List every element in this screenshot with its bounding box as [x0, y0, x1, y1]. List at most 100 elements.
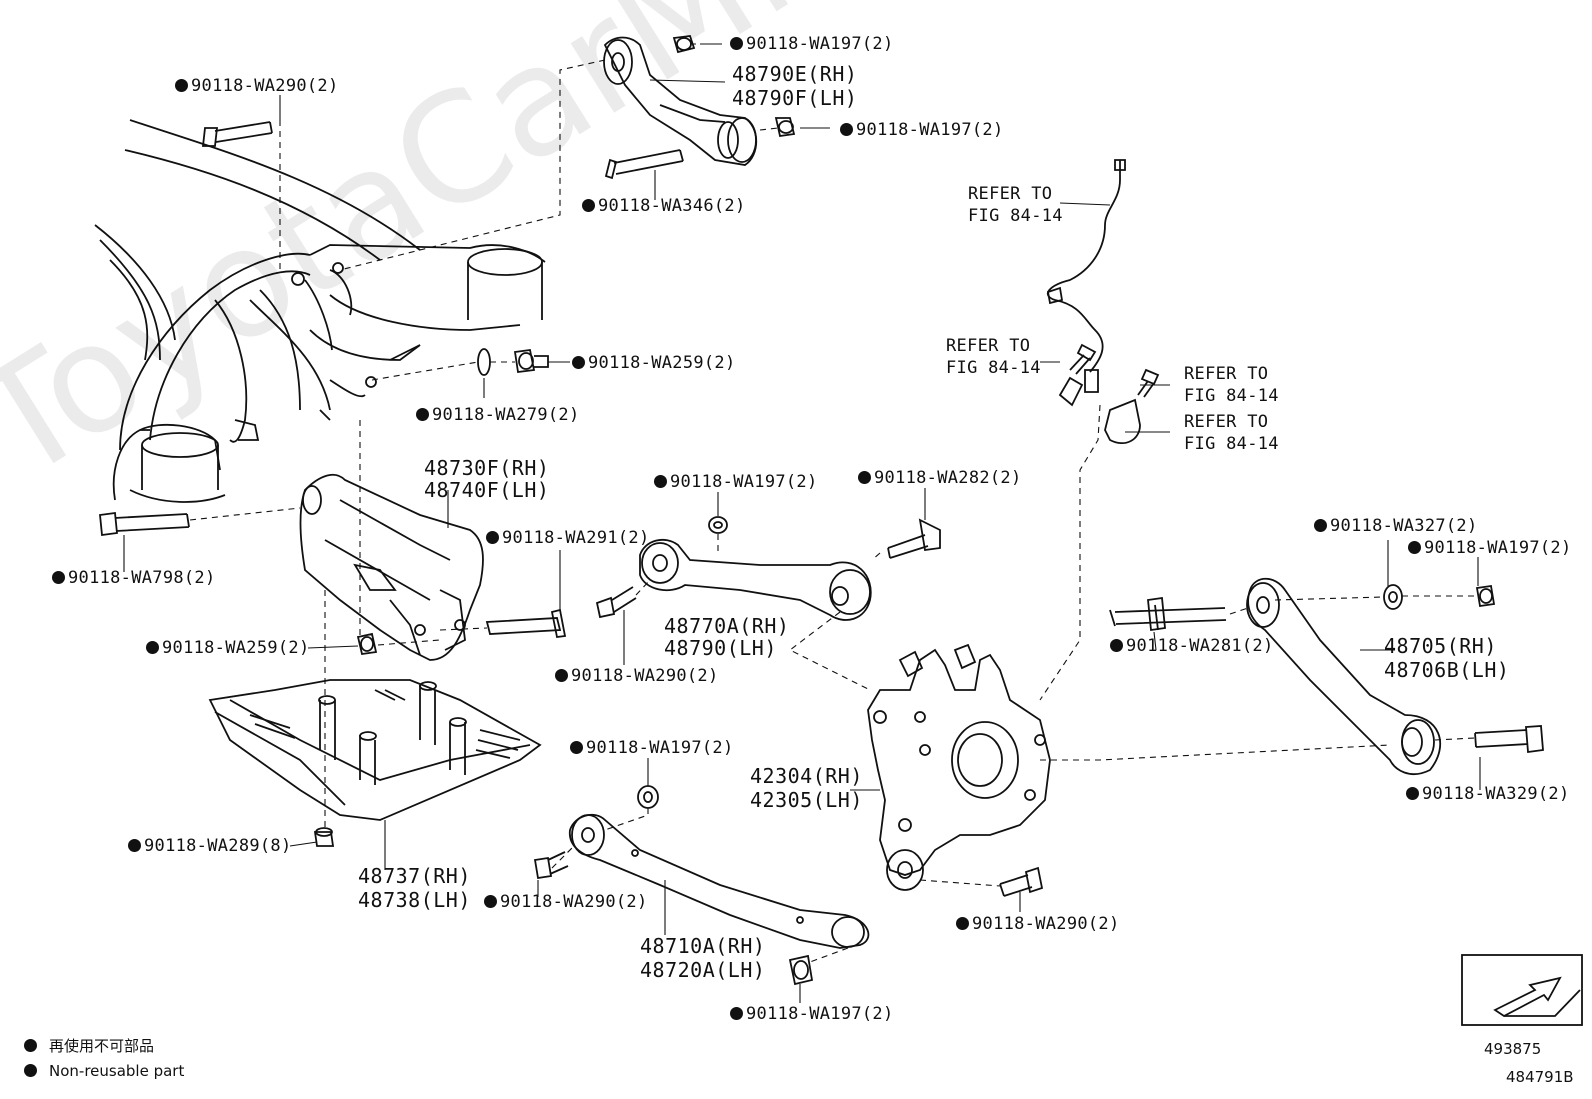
label-text: 90118-WA346(2) — [598, 196, 746, 216]
label-wa197-bottom: 90118-WA197(2) — [730, 1004, 894, 1024]
refer-label-4a: REFER TO — [1184, 412, 1269, 432]
part-48710a: 48710A(RH) — [640, 934, 766, 958]
non-reusable-dot-icon — [555, 669, 568, 682]
non-reusable-dot-icon — [582, 199, 595, 212]
rear-knuckle — [867, 643, 1051, 891]
part-42305: 42305(LH) — [750, 788, 863, 812]
nut-wa259-left — [356, 632, 378, 656]
front-arrow-icon — [1461, 954, 1583, 1026]
nut-wa289 — [313, 827, 335, 847]
refer-label-3a: REFER TO — [1184, 364, 1269, 384]
label-wa290-r: 90118-WA290(2) — [956, 914, 1120, 934]
lower-skid-plate — [208, 679, 542, 821]
label-text: 90118-WA259(2) — [162, 638, 310, 658]
sensor-bolt-left — [1069, 343, 1097, 375]
nut-wa197-right — [1475, 584, 1496, 608]
bolt-wa290-right — [999, 866, 1044, 897]
label-wa197-low: 90118-WA197(2) — [570, 738, 734, 758]
label-text: 90118-WA197(2) — [746, 1004, 894, 1024]
non-reusable-dot-icon — [416, 408, 429, 421]
label-text: 90118-WA197(2) — [1424, 538, 1572, 558]
upper-arm-nut-b — [774, 117, 796, 138]
label-wa197-r: 90118-WA197(2) — [1408, 538, 1572, 558]
label-text: 90118-WA259(2) — [588, 353, 736, 373]
label-wa281: 90118-WA281(2) — [1110, 636, 1274, 656]
label-wa329: 90118-WA329(2) — [1406, 784, 1570, 804]
washer-wa197-low — [637, 785, 659, 809]
refer-label-2b: FIG 84-14 — [946, 358, 1041, 378]
label-text: 90118-WA290(2) — [191, 76, 339, 96]
label-wa197-c: 90118-WA197(2) — [654, 472, 818, 492]
part-48706b: 48706B(LH) — [1384, 658, 1510, 682]
label-text: 90118-WA329(2) — [1422, 784, 1570, 804]
non-reusable-dot-icon — [128, 839, 141, 852]
refer-label-4b: FIG 84-14 — [1184, 434, 1279, 454]
part-48790f: 48790F(LH) — [732, 86, 858, 110]
label-wa346: 90118-WA346(2) — [582, 196, 746, 216]
label-wa279: 90118-WA279(2) — [416, 405, 580, 425]
label-text: 90118-WA291(2) — [502, 528, 650, 548]
label-wa197-top: 90118-WA197(2) — [730, 34, 894, 54]
label-text: 90118-WA197(2) — [856, 120, 1004, 140]
legend-english: Non-reusable part — [24, 1061, 184, 1081]
non-reusable-dot-icon — [956, 917, 969, 930]
upper-control-arm — [603, 36, 758, 166]
legend-japanese: 再使用不可部品 — [24, 1036, 154, 1056]
non-reusable-dot-icon — [24, 1064, 37, 1077]
part-48730f: 48730F(RH) — [424, 456, 550, 480]
label-wa290-top: 90118-WA290(2) — [175, 76, 339, 96]
subframe-bolt-top — [201, 121, 273, 147]
sensor-bolt-right — [1137, 368, 1160, 398]
label-wa798: 90118-WA798(2) — [52, 568, 216, 588]
non-reusable-dot-icon — [730, 37, 743, 50]
label-wa259-top: 90118-WA259(2) — [572, 353, 736, 373]
washer-wa197-mid — [708, 516, 728, 534]
refer-label-2a: REFER TO — [946, 336, 1031, 356]
part-48737: 48737(RH) — [358, 864, 471, 888]
label-wa290-c: 90118-WA290(2) — [555, 666, 719, 686]
non-reusable-dot-icon — [570, 741, 583, 754]
ref-number-upper: 493875 — [1484, 1040, 1542, 1058]
non-reusable-dot-icon — [175, 79, 188, 92]
upper-arm-bolt — [604, 149, 684, 180]
label-wa259-left: 90118-WA259(2) — [146, 638, 310, 658]
refer-label-1b: FIG 84-14 — [968, 206, 1063, 226]
bolt-wa329 — [1474, 725, 1544, 754]
non-reusable-dot-icon — [840, 123, 853, 136]
speed-sensor-harness — [1046, 159, 1126, 407]
label-text: 90118-WA282(2) — [874, 468, 1022, 488]
label-text: 90118-WA290(2) — [972, 914, 1120, 934]
part-48705: 48705(RH) — [1384, 634, 1497, 658]
refer-label-1a: REFER TO — [968, 184, 1053, 204]
non-reusable-dot-icon — [146, 641, 159, 654]
non-reusable-dot-icon — [858, 471, 871, 484]
bracket-bolt-wa798 — [99, 511, 190, 537]
label-text: 90118-WA281(2) — [1126, 636, 1274, 656]
label-text: 90118-WA279(2) — [432, 405, 580, 425]
part-48738: 48738(LH) — [358, 888, 471, 912]
ref-number-lower: 484791B — [1506, 1068, 1574, 1086]
label-wa197-mid: 90118-WA197(2) — [840, 120, 1004, 140]
non-reusable-dot-icon — [484, 895, 497, 908]
label-wa282: 90118-WA282(2) — [858, 468, 1022, 488]
nut-wa259-top — [513, 348, 549, 374]
label-text: 90118-WA327(2) — [1330, 516, 1478, 536]
non-reusable-dot-icon — [730, 1007, 743, 1020]
part-48790e: 48790E(RH) — [732, 62, 858, 86]
part-48720a: 48720A(LH) — [640, 958, 766, 982]
assembly-leader-lines — [189, 43, 1477, 963]
part-48770a: 48770A(RH) — [664, 614, 790, 638]
label-wa290-low: 90118-WA290(2) — [484, 892, 648, 912]
non-reusable-dot-icon — [24, 1039, 37, 1052]
washer-wa327 — [1383, 584, 1403, 610]
non-reusable-dot-icon — [572, 356, 585, 369]
label-text: 90118-WA197(2) — [746, 34, 894, 54]
legend-text: Non-reusable part — [49, 1062, 185, 1080]
bolt-wa281 — [1109, 596, 1227, 632]
non-reusable-dot-icon — [1406, 787, 1419, 800]
trailing-control-arm — [1246, 577, 1441, 775]
legend-text: 再使用不可部品 — [49, 1037, 155, 1055]
lower-control-arm — [568, 813, 870, 949]
label-text: 90118-WA289(8) — [144, 836, 292, 856]
